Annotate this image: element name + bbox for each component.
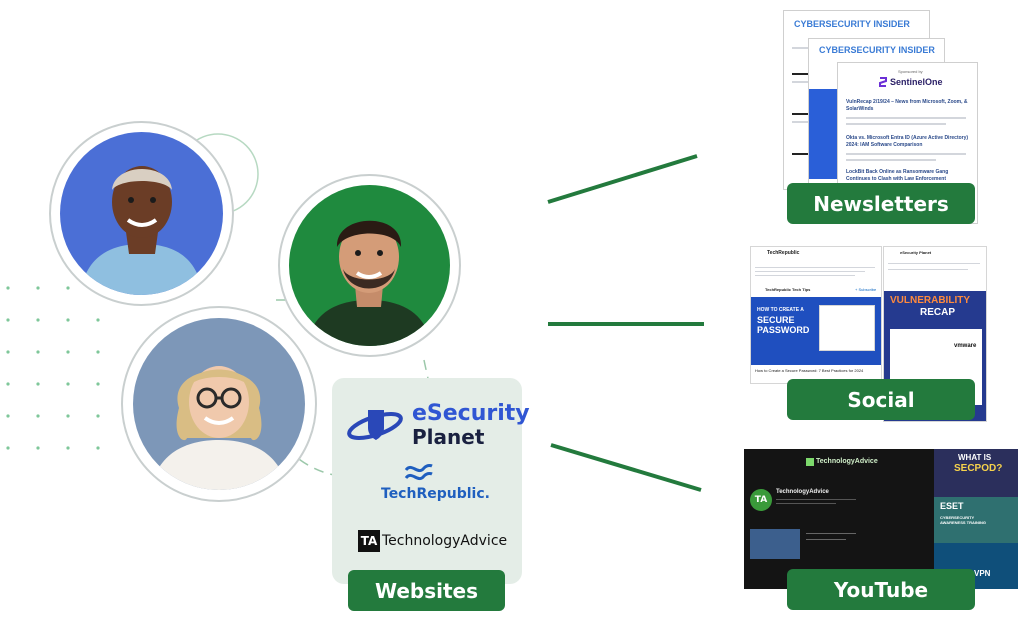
youtube-link-line — [550, 443, 702, 492]
newsletter-sponsor-caption: Sponsored by — [898, 69, 923, 74]
youtube-label: YouTube — [787, 569, 975, 610]
youtube-channel-logo-mark — [806, 458, 814, 466]
avatar-woman-grey — [121, 306, 317, 502]
person-portrait-icon — [307, 220, 431, 346]
esecurity-planet-logo-icon — [347, 410, 403, 440]
person-portrait-icon — [80, 166, 203, 295]
technologyadvice-logo: TechnologyAdvice — [382, 533, 508, 549]
social-recap-line1: VULNERABILITY — [890, 295, 970, 306]
social-account-name: TechRepublic — [767, 250, 800, 256]
esecurity-planet-logo-line2: Planet — [412, 425, 485, 449]
social-post-title-big: SECURE PASSWORD — [757, 315, 810, 335]
sentinelone-logo-icon — [879, 77, 887, 87]
newsletters-link-line — [547, 154, 698, 204]
newsletter-headline-1: VulnRecap 2/19/24 – News from Microsoft,… — [846, 99, 968, 112]
newsletter-sponsor-name: SentinelOne — [890, 77, 943, 87]
social-post-title-small: HOW TO CREATE A — [757, 307, 804, 313]
technologyadvice-mark-text: TA — [360, 534, 378, 548]
websites-card: eSecurity Planet TechRepublic. TA Techno… — [332, 378, 530, 584]
youtube-promo-1: WHAT IS — [958, 453, 992, 462]
websites-label: Websites — [348, 570, 505, 611]
techrepublic-wave-icon — [404, 464, 433, 481]
social-label: Social — [787, 379, 975, 420]
youtube-channel-thumb: TechnologyAdvice TA TechnologyAdvice — [744, 449, 934, 589]
social-post-techrepublic: TechRepublic TechRepublic Tech Tips + Su… — [750, 246, 882, 384]
social-recap-author: eSecurity Planet — [900, 250, 932, 255]
youtube-channel-avatar: TA — [750, 489, 772, 511]
youtube-promo-3: ESET — [940, 501, 964, 511]
newsletters-label: Newsletters — [787, 183, 975, 224]
youtube-promo-4: CYBERSECURITY AWARENESS TRAINING — [940, 515, 987, 525]
social-recap-vendor: vmware — [954, 343, 977, 349]
avatar-woman-blue — [49, 121, 234, 306]
techrepublic-logo: TechRepublic. — [381, 486, 490, 502]
dot-grid-decoration — [6, 286, 130, 450]
newsletter-brand-middle: CYBERSECURITY INSIDER — [819, 45, 935, 55]
social-post-caption: How to Create a Secure Password: 7 Best … — [755, 368, 864, 373]
youtube-promo-thumbs: WHAT IS SECPOD? ESET CYBERSECURITY AWARE… — [934, 449, 1018, 589]
youtube-promo-5: VPN — [974, 569, 991, 578]
social-recap-line2: RECAP — [920, 307, 956, 318]
youtube-promo-2: SECPOD? — [954, 463, 1003, 474]
newsletter-brand-back: CYBERSECURITY INSIDER — [794, 19, 910, 29]
person-portrait-icon — [151, 366, 287, 490]
newsletter-headline-3: LockBit Back Online as Ransomware Gang C… — [846, 169, 949, 182]
youtube-channel-name: TechnologyAdvice — [776, 489, 829, 495]
technologyadvice-mark: TA — [358, 530, 380, 552]
social-newsletter-name: TechRepublic Tech Tips — [765, 287, 811, 292]
youtube-channel-avatar-text: TA — [754, 495, 768, 505]
newsletter-headline-2: Okta vs. Microsoft Entra ID (Azure Activ… — [846, 135, 969, 148]
esecurity-planet-logo-line1: eSecurity — [412, 401, 530, 426]
youtube-channel-logo: TechnologyAdvice — [816, 458, 878, 465]
avatar-man-green — [278, 174, 461, 357]
social-subscribe-link: + Subscribe — [855, 287, 877, 292]
